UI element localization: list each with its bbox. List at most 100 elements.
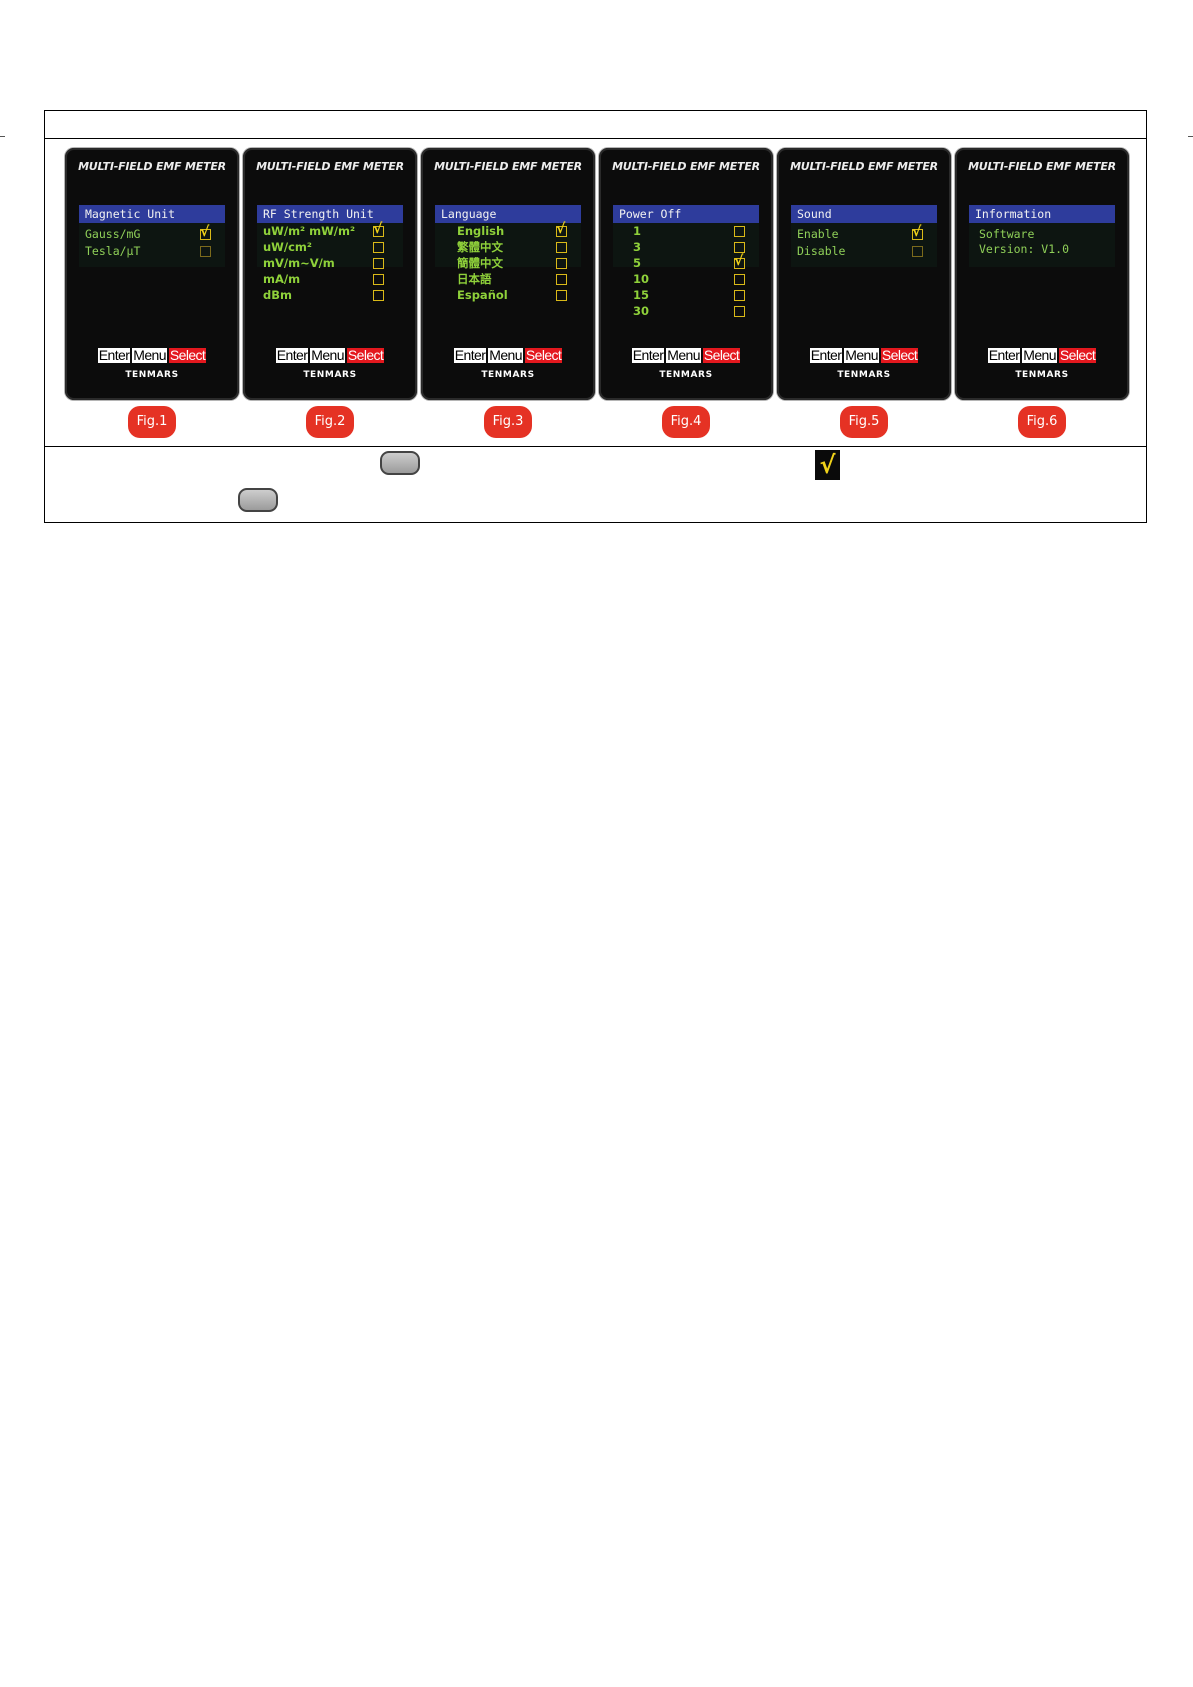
menu-option-label: 1 xyxy=(633,224,642,238)
soft-key-menu: Menu xyxy=(666,347,701,363)
info-line: Software xyxy=(979,227,1035,241)
soft-key-enter: Enter xyxy=(97,347,131,363)
soft-key-enter: Enter xyxy=(275,347,309,363)
soft-key-menu: Menu xyxy=(844,347,879,363)
figure-table xyxy=(44,110,1147,523)
menu-option-label: Disable xyxy=(797,244,846,258)
checkbox-checked: √ xyxy=(556,222,567,237)
checkmark-icon: √ xyxy=(734,253,744,269)
checkbox xyxy=(556,258,567,269)
info-line: Version: V1.0 xyxy=(979,242,1070,256)
menu-option-label: 15 xyxy=(633,288,650,302)
checkbox xyxy=(734,274,745,285)
checkbox xyxy=(734,306,745,317)
soft-key-enter: Enter xyxy=(809,347,843,363)
menu-title: RF Strength Unit xyxy=(257,205,403,223)
menu-option-label: Tesla/μT xyxy=(85,244,141,258)
checkmark-icon: √ xyxy=(556,221,566,237)
checkbox xyxy=(556,242,567,253)
checkbox-checked: √ xyxy=(734,254,745,269)
menu-option-label: 5 xyxy=(633,256,642,270)
checkmark-icon: √ xyxy=(815,450,840,480)
soft-key-select: Select xyxy=(880,347,919,363)
checkbox-checked: √ xyxy=(912,225,923,240)
figure-label: Fig.3 xyxy=(484,406,532,438)
menu-option-label: Gauss/mG xyxy=(85,227,141,241)
brand-logo: TENMARS xyxy=(125,370,179,380)
soft-key-menu: Menu xyxy=(310,347,345,363)
menu-option-label: mA/m xyxy=(263,272,301,286)
menu-title: Magnetic Unit xyxy=(79,205,225,223)
menu-title: Power Off xyxy=(613,205,759,223)
brand-logo: TENMARS xyxy=(837,370,891,380)
soft-key-enter: Enter xyxy=(987,347,1021,363)
menu-option-label: Enable xyxy=(797,227,839,241)
checkbox xyxy=(373,274,384,285)
menu-option-label: uW/m² mW/m² xyxy=(263,224,355,238)
menu-option-label: 3 xyxy=(633,240,642,254)
device-model-label: MULTI-FIELD EMF METER xyxy=(968,160,1116,173)
menu-option-label: mV/m~V/m xyxy=(263,256,335,270)
menu-title: Sound xyxy=(791,205,937,223)
button-icon xyxy=(238,488,278,512)
menu-option-label: dBm xyxy=(263,288,292,302)
checkbox xyxy=(912,246,923,257)
soft-key-menu: Menu xyxy=(488,347,523,363)
checkbox xyxy=(200,246,211,257)
checkbox xyxy=(556,274,567,285)
checkbox-checked: √ xyxy=(200,225,211,240)
menu-option-label: Español xyxy=(457,288,508,302)
device-model-label: MULTI-FIELD EMF METER xyxy=(434,160,582,173)
figure-label: Fig.2 xyxy=(306,406,354,438)
checkbox xyxy=(556,290,567,301)
checkmark-icon: √ xyxy=(912,224,922,240)
soft-key-select: Select xyxy=(1058,347,1097,363)
checkbox xyxy=(734,226,745,237)
menu-option-label: 30 xyxy=(633,304,650,318)
menu-title: Information xyxy=(969,205,1115,223)
menu-option-label: 繁體中文 xyxy=(457,240,503,254)
brand-logo: TENMARS xyxy=(481,370,535,380)
checkbox xyxy=(373,258,384,269)
soft-key-select: Select xyxy=(346,347,385,363)
checkmark-icon: √ xyxy=(200,224,210,240)
table-header-rule xyxy=(45,138,1146,139)
device-model-label: MULTI-FIELD EMF METER xyxy=(612,160,760,173)
soft-key-menu: Menu xyxy=(1022,347,1057,363)
brand-logo: TENMARS xyxy=(1015,370,1069,380)
checkbox-checked: √ xyxy=(373,222,384,237)
figure-label: Fig.4 xyxy=(662,406,710,438)
soft-key-enter: Enter xyxy=(631,347,665,363)
page-margin-tick-left xyxy=(0,136,5,137)
figure-label: Fig.6 xyxy=(1018,406,1066,438)
soft-key-select: Select xyxy=(702,347,741,363)
menu-option-label: 簡體中文 xyxy=(457,256,503,270)
table-footer-rule xyxy=(45,446,1146,447)
soft-key-select: Select xyxy=(524,347,563,363)
menu-option-label: English xyxy=(457,224,505,238)
checkbox xyxy=(373,290,384,301)
brand-logo: TENMARS xyxy=(659,370,713,380)
device-model-label: MULTI-FIELD EMF METER xyxy=(256,160,404,173)
figure-label: Fig.1 xyxy=(128,406,176,438)
page-margin-tick-right xyxy=(1188,136,1193,137)
checkbox xyxy=(734,242,745,253)
menu-option-label: 日本語 xyxy=(457,272,492,286)
soft-key-select: Select xyxy=(168,347,207,363)
menu-title: Language xyxy=(435,205,581,223)
checkbox xyxy=(373,242,384,253)
checkmark-icon: √ xyxy=(373,221,383,237)
device-model-label: MULTI-FIELD EMF METER xyxy=(78,160,226,173)
figure-label: Fig.5 xyxy=(840,406,888,438)
